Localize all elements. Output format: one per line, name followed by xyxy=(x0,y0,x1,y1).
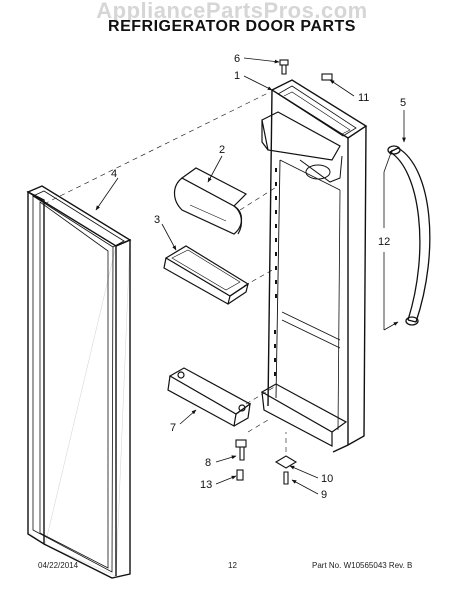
door-bin-lower xyxy=(167,367,252,427)
footer-part-number: Part No. W10565043 Rev. B xyxy=(312,561,413,570)
door-bin-upper xyxy=(163,245,250,305)
callout-12: 12 xyxy=(378,236,390,248)
callout-11: 11 xyxy=(358,92,369,104)
door-handle xyxy=(387,145,431,326)
door-gasket xyxy=(26,185,132,579)
page-title: REFRIGERATOR DOOR PARTS xyxy=(108,18,356,35)
hinge-bushing xyxy=(279,59,289,66)
door-liner xyxy=(260,79,368,453)
callout-10: 10 xyxy=(321,473,333,485)
callout-3: 3 xyxy=(154,214,160,226)
callout-5: 5 xyxy=(400,97,406,109)
leader-lines xyxy=(43,57,406,495)
callout-8: 8 xyxy=(205,457,211,469)
footer-date: 04/22/2014 xyxy=(38,561,79,570)
hinge-hardware xyxy=(235,59,333,485)
callout-9: 9 xyxy=(321,489,327,501)
callout-4: 4 xyxy=(111,168,117,180)
callout-13: 13 xyxy=(200,479,212,491)
watermark: AppliancePartsPros.com xyxy=(96,0,368,23)
footer-page-number: 12 xyxy=(228,561,237,570)
dispenser-cover xyxy=(173,167,248,235)
callout-7: 7 xyxy=(170,422,176,434)
callout-2: 2 xyxy=(219,144,225,156)
callout-1: 1 xyxy=(234,70,240,82)
callout-6: 6 xyxy=(234,53,240,65)
